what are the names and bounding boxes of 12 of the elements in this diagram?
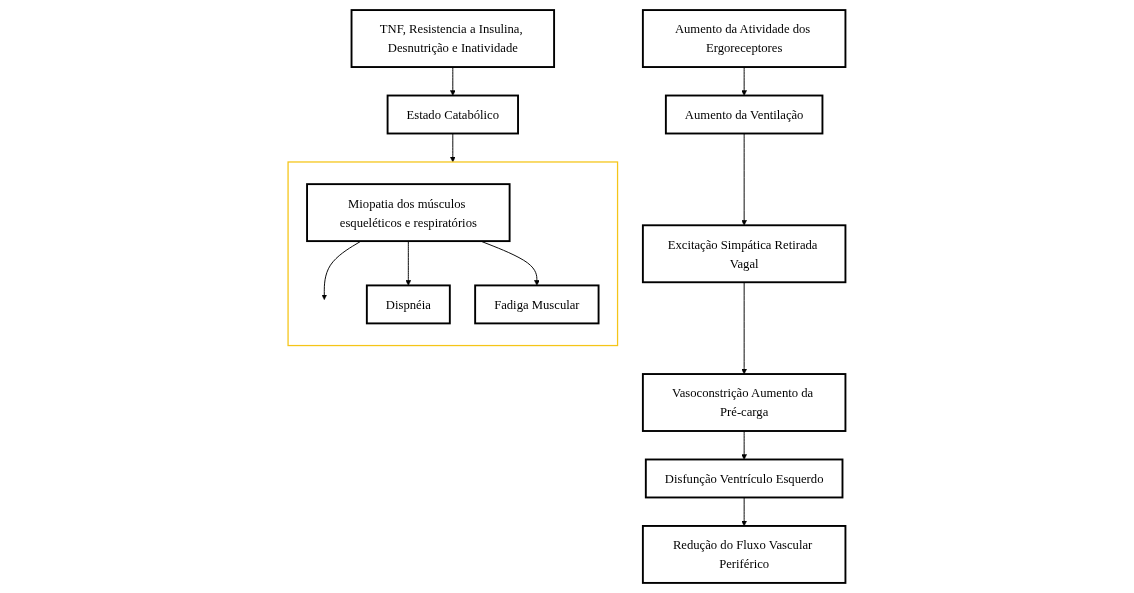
node-box: Fadiga Muscular (474, 284, 600, 325)
node-box: Excitação Simpática Retirada Vagal (642, 224, 847, 284)
node-box: Dispnéia (366, 284, 451, 325)
cluster (287, 161, 619, 347)
node-box: Aumento da Atividade dos Ergoreceptores (642, 9, 847, 68)
node-box: Disfunção Ventrículo Esquerdo (645, 458, 844, 499)
node-box: Miopatia dos músculos esqueléticos e respiratórios (306, 183, 511, 243)
node-box: Estado Catabólico (386, 94, 520, 135)
node-box: TNF, Resistencia a Insulina, Desnutrição e Inatividade (350, 9, 556, 68)
node-box: Aumento da Ventilação (665, 94, 824, 135)
node-box: Redução do Fluxo Vascular Periférico (642, 525, 847, 584)
node-box: Vasoconstrição Aumento da Pré-carga (642, 373, 847, 432)
